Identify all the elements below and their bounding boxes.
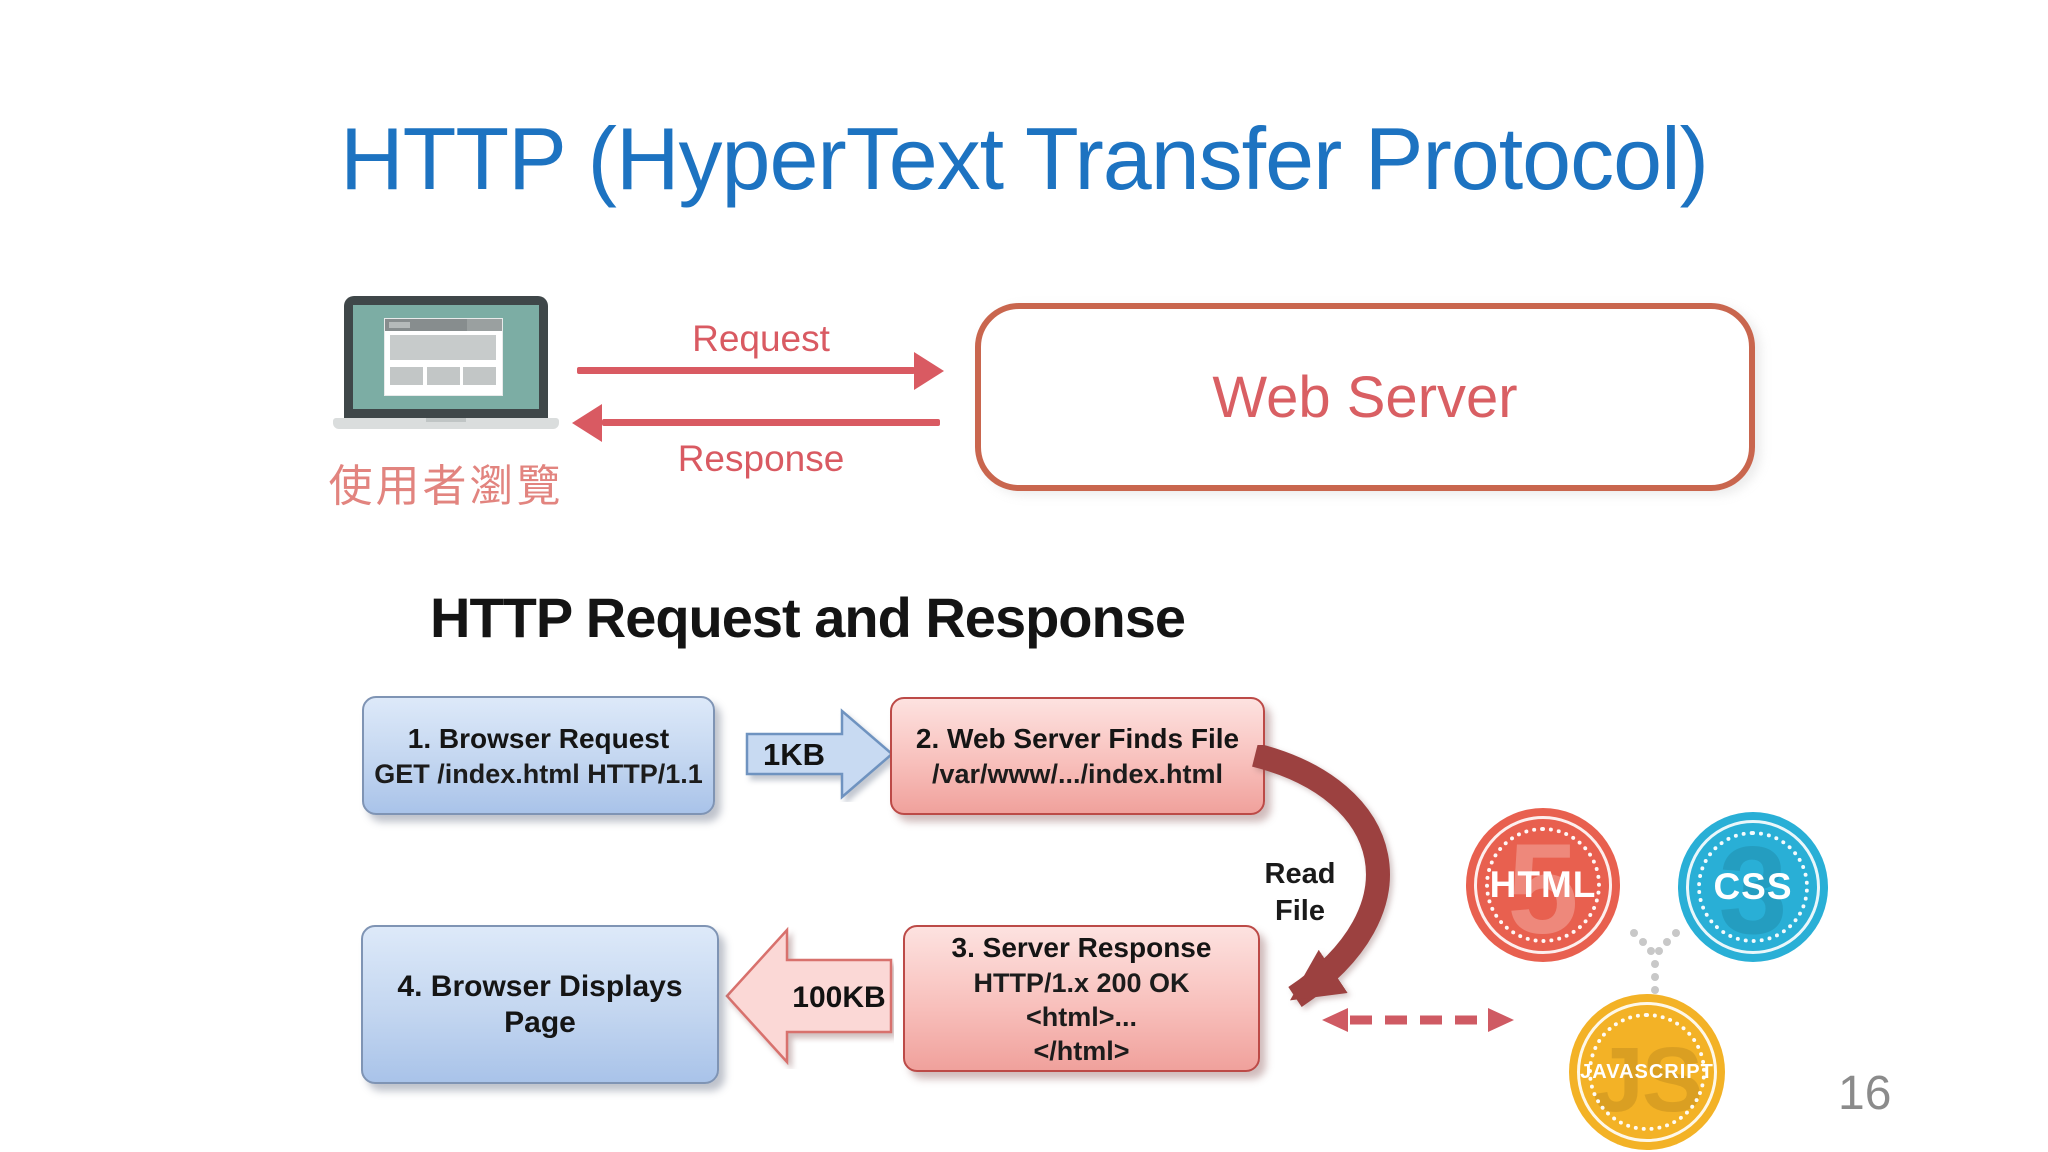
- javascript-badge: JS JAVASCRIPT: [1569, 994, 1725, 1150]
- client-label: 使用者瀏覽: [328, 462, 564, 511]
- curved-arrow-icon: [1252, 745, 1390, 1007]
- flow-box-line: <html>...: [1025, 1001, 1138, 1032]
- browser-hero-block: [390, 335, 496, 360]
- html5-badge-label: HTML: [1489, 864, 1597, 905]
- response-label: Response: [677, 438, 845, 479]
- browser-window-icon: [384, 318, 502, 396]
- browser-titlebar-right: [466, 318, 502, 331]
- flow-box-server-response: 3. Server Response HTTP/1.x 200 OK <html…: [903, 925, 1260, 1072]
- request-arrow: [577, 367, 915, 374]
- flow-heading: HTTP Request and Response: [430, 586, 1186, 649]
- flow-box-browser-displays-page: 4. Browser Displays Page: [361, 925, 719, 1084]
- laptop-screen: [344, 296, 548, 418]
- badge-ring-icon: [1686, 820, 1820, 954]
- response-arrowhead-icon: [572, 404, 602, 442]
- flow-box-line: HTTP/1.x 200 OK: [973, 967, 1190, 998]
- laptop-base: [333, 418, 559, 429]
- arrowhead-right-icon: [1488, 1008, 1514, 1032]
- browser-content: [390, 335, 496, 390]
- laptop-notch: [426, 418, 466, 422]
- response-html-link-arrow: [1322, 1008, 1514, 1032]
- response-size-arrow: 100KB: [725, 926, 893, 1066]
- request-size-arrow: 1KB: [745, 708, 894, 800]
- badge-stars-icon: [1697, 831, 1809, 943]
- css3-badge-label: CSS: [1713, 866, 1793, 907]
- flow-box-title: 1. Browser Request: [407, 722, 670, 754]
- page-title: HTTP (HyperText Transfer Protocol): [340, 109, 1709, 208]
- flow-box-browser-request: 1. Browser Request GET /index.html HTTP/…: [362, 696, 715, 815]
- flow-box-title: 2. Web Server Finds File: [915, 723, 1240, 754]
- laptop-display: [353, 305, 539, 409]
- request-size-label: 1KB: [763, 737, 825, 772]
- badge-connector-dots: [1630, 929, 1680, 994]
- browser-titlebar: [384, 318, 502, 331]
- read-file-label: Read File: [1264, 858, 1336, 927]
- web-server-label: Web Server: [1212, 364, 1518, 430]
- browser-block: [390, 367, 424, 385]
- laptop-icon: [333, 296, 559, 436]
- flow-box-line: </html>: [1033, 1035, 1130, 1066]
- response-size-label: 100KB: [792, 981, 885, 1014]
- flow-box-line: GET /index.html HTTP/1.1: [374, 758, 703, 789]
- flow-box-title: 4. Browser Displays Page: [397, 969, 683, 1039]
- request-arrowhead-icon: [914, 352, 944, 390]
- response-arrow: [602, 419, 940, 426]
- javascript-badge-label: JAVASCRIPT: [1580, 1060, 1714, 1083]
- badge-ring-icon: [1474, 816, 1612, 954]
- badge-stars-icon: [1588, 1013, 1706, 1131]
- browser-block: [426, 367, 460, 385]
- browser-urlbar: [389, 321, 411, 328]
- web-server-box: Web Server: [975, 303, 1755, 491]
- block-arrow-left-icon: [725, 926, 893, 1066]
- request-label: Request: [692, 318, 830, 359]
- page-number: 16: [1838, 1067, 1892, 1120]
- badge-stars-icon: [1485, 827, 1601, 943]
- html5-badge: 5 HTML: [1466, 808, 1620, 962]
- block-arrow-right-icon: [745, 708, 894, 800]
- css3-badge: 3 CSS: [1678, 812, 1828, 962]
- badge-ring-icon: [1577, 1002, 1717, 1142]
- read-file-arrow: [1252, 745, 1390, 1007]
- arrowhead-left-icon: [1322, 1008, 1348, 1032]
- flow-box-title: 3. Server Response: [951, 931, 1212, 963]
- flow-box-line: /var/www/.../index.html: [931, 759, 1224, 789]
- flow-box-server-finds-file: 2. Web Server Finds File /var/www/.../in…: [890, 697, 1265, 815]
- browser-block: [463, 367, 496, 385]
